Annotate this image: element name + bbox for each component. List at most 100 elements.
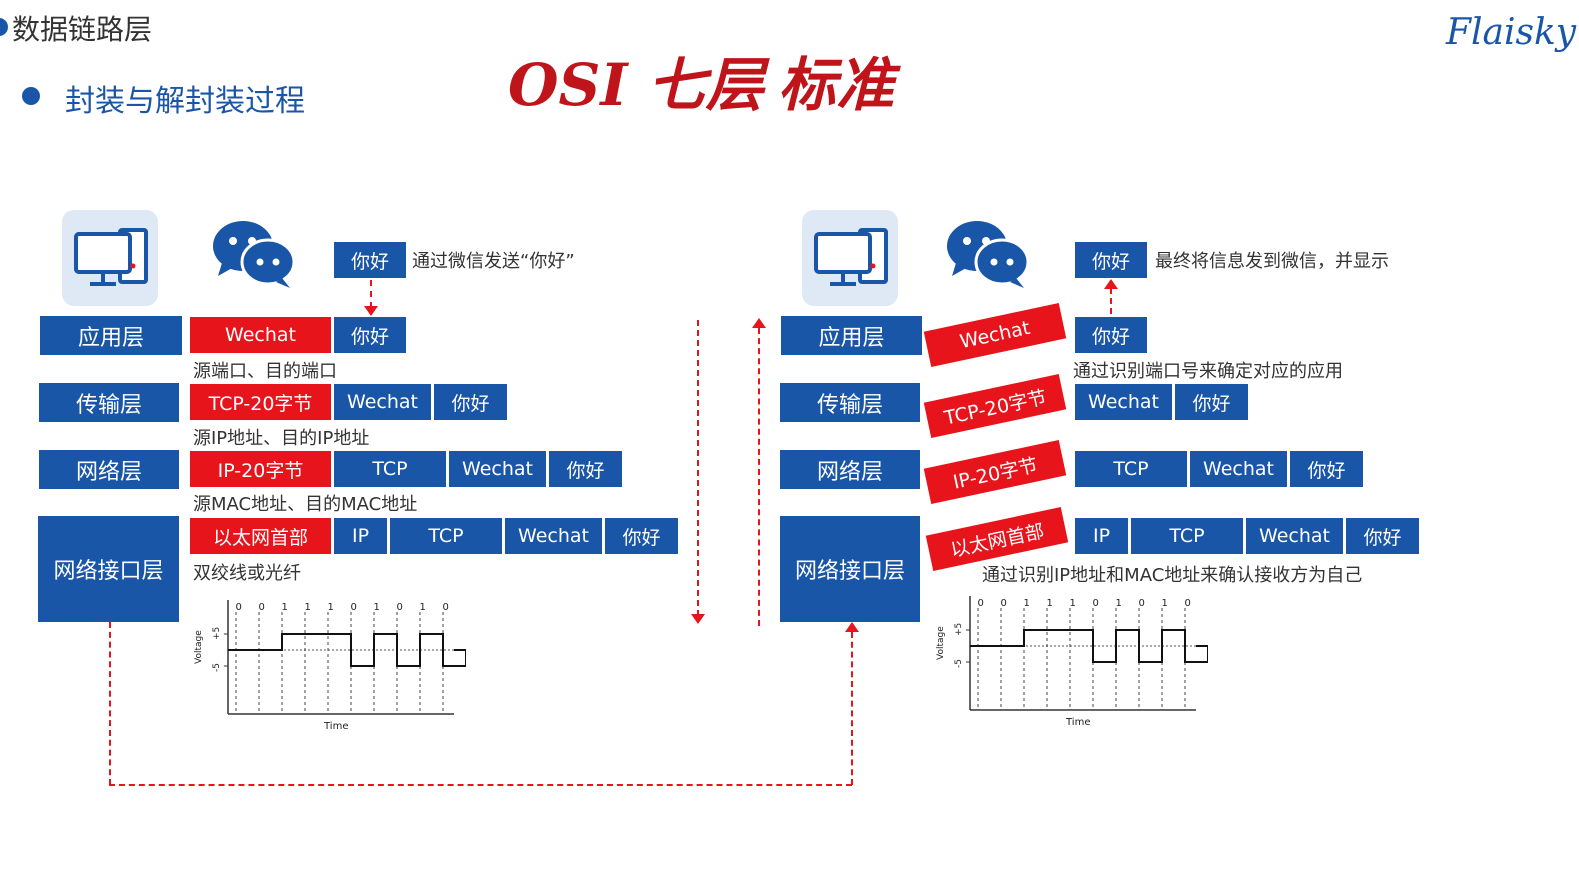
right-layer-transport: 传输层 [780,383,920,422]
right-if-ip: IP [1075,518,1128,554]
arrow-head-up [1104,279,1118,289]
bullet-text: 封装与解封装过程 [65,84,305,119]
right-if-hello: 你好 [1346,518,1419,554]
bit-label: 0 [236,602,242,613]
bit-label: 1 [420,602,426,613]
left-if-wechat: Wechat [505,518,602,554]
left-port-note: 源端口、目的端口 [193,361,337,382]
left-trans-hello: 你好 [434,384,507,420]
bit-label: 0 [351,602,357,613]
bit-label: 0 [1001,598,1007,609]
bullet-dot [22,87,40,105]
arrow-head-down [364,306,378,316]
computer-icon [74,228,148,286]
right-app-wechat-tilted: Wechat [923,303,1067,367]
left-app-wechat: Wechat [190,317,331,353]
waveform [228,633,466,667]
right-port-note: 通过识别端口号来确定对应的应用 [1073,361,1343,382]
minus-five-label: -5 [954,659,964,668]
bit-label: 0 [1093,598,1099,609]
bit-label: 0 [443,602,449,613]
bottom-path-right [851,632,853,785]
right-if-tcp: TCP [1131,518,1243,554]
left-net-hello: 你好 [549,451,622,487]
left-down-arrow-head [691,614,705,624]
bottom-path-horizontal [109,784,852,786]
left-eth-header: 以太网首部 [190,518,331,554]
minus-five-label: -5 [212,663,222,672]
left-medium-note: 双绞线或光纤 [193,563,301,584]
left-layer-transport: 传输层 [39,383,179,422]
right-net-wechat: Wechat [1190,451,1287,487]
waveform [970,629,1208,663]
left-trans-wechat: Wechat [334,384,431,420]
display-note: 最终将信息发到微信，并显示 [1155,251,1389,272]
wechat-icon [213,221,296,288]
left-tcp-header: TCP-20字节 [190,384,331,420]
up-arrow-hello [1110,288,1112,314]
left-if-hello: 你好 [605,518,678,554]
bit-label: 1 [1162,598,1168,609]
bit-label: 1 [1024,598,1030,609]
left-ip-header: IP-20字节 [190,451,331,487]
right-layer-network: 网络层 [780,450,920,489]
left-ip-note: 源IP地址、目的IP地址 [193,428,370,449]
right-if-wechat: Wechat [1246,518,1343,554]
left-net-tcp: TCP [334,451,446,487]
voltage-label: Voltage [194,630,204,664]
left-mac-note: 源MAC地址、目的MAC地址 [193,494,418,515]
computer-icon-right [814,228,888,286]
right-tcp-header-tilted: TCP-20字节 [923,374,1067,438]
bit-label: 0 [259,602,265,613]
right-layer-interface: 网络接口层 [780,516,920,622]
right-app-hello: 你好 [1075,317,1147,353]
right-net-hello: 你好 [1290,451,1363,487]
right-trans-wechat: Wechat [1075,384,1172,420]
left-net-wechat: Wechat [449,451,546,487]
computer-tile-right [802,210,898,306]
handwritten-title: OSI 七层 [508,51,764,119]
bit-label: 0 [1185,598,1191,609]
left-down-dashed-line [697,320,699,616]
bit-label: 1 [1047,598,1053,609]
plus-five-label: +5 [212,627,222,640]
bit-label: 1 [305,602,311,613]
right-ip-header-tilted: IP-20字节 [923,440,1067,504]
right-up-dashed-line [758,328,760,626]
right-layer-application: 应用层 [781,316,922,355]
time-label: Time [1065,717,1090,728]
left-layer-application: 应用层 [40,316,182,355]
right-up-arrow-head [752,318,766,328]
logo: Flaisky [1446,12,1577,53]
left-if-tcp: TCP [390,518,502,554]
hello-block-top-right: 你好 [1075,242,1147,278]
bit-label: 1 [282,602,288,613]
right-mac-note: 通过识别IP地址和MAC地址来确认接收方为自己 [982,565,1363,586]
wechat-icon-right [947,221,1030,288]
bottom-path-arrow-head [845,622,859,632]
bit-label: 0 [978,598,984,609]
left-app-hello: 你好 [334,317,406,353]
time-label: Time [323,721,348,732]
right-trans-hello: 你好 [1175,384,1248,420]
bit-label: 1 [1116,598,1122,609]
bit-label: 0 [1139,598,1145,609]
bottom-path-left [109,622,111,785]
send-note: 通过微信发送“你好” [412,251,575,272]
left-layer-interface: 网络接口层 [38,516,179,622]
bit-label: 0 [397,602,403,613]
section-title: 数据链路层 [12,13,153,46]
left-if-ip: IP [334,518,387,554]
down-arrow-hello [370,280,372,308]
bit-label: 1 [1070,598,1076,609]
hello-block-top: 你好 [334,242,406,278]
computer-tile [62,210,158,306]
left-layer-network: 网络层 [39,450,179,489]
handwritten-title-2: 标准 [778,51,895,119]
bit-label: 1 [328,602,334,613]
section-dot [0,18,8,36]
plus-five-label: +5 [954,623,964,636]
voltage-label: Voltage [936,626,946,660]
